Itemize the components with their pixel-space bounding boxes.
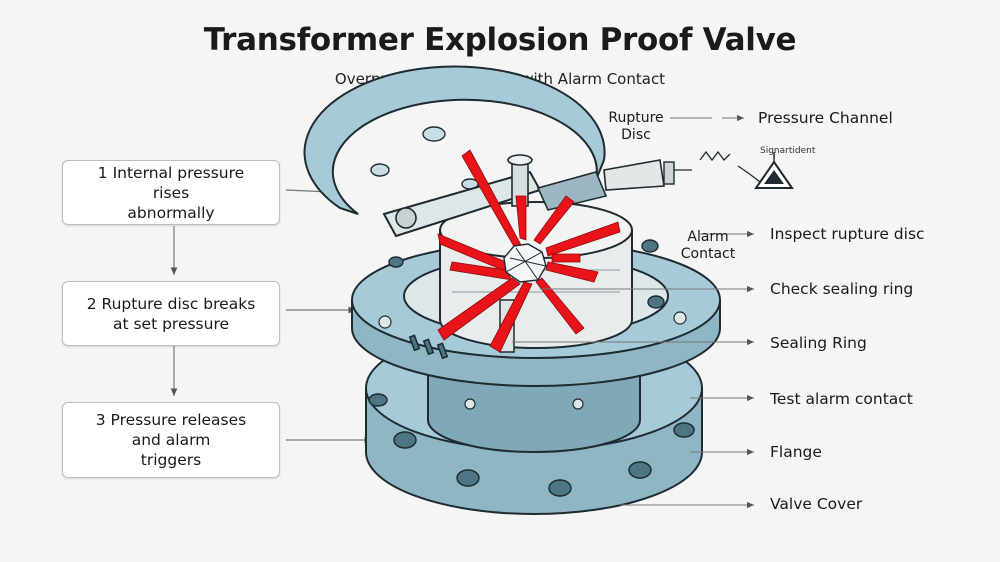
label-pressure-channel: Pressure Channel <box>758 109 893 127</box>
label-alarm-contact-line1: Alarm <box>687 229 729 245</box>
step-2-box: 2 Rupture disc breaks at set pressure <box>62 281 280 346</box>
step-3-line1: 3 Pressure releases <box>95 411 247 429</box>
label-rupture-disc-line2: Disc <box>621 127 651 143</box>
warning-icon <box>754 152 794 189</box>
label-valve-cover: Valve Cover <box>770 495 863 513</box>
label-alarm-contact: Alarm Contact <box>676 229 740 263</box>
label-test-alarm-contact: Test alarm contact <box>770 390 913 408</box>
alarm-signal <box>674 150 761 183</box>
page-title: Transformer Explosion Proof Valve <box>203 22 797 58</box>
step-1-box: 1 Internal pressure rises abnormally <box>62 160 280 225</box>
step-1-line2: abnormally <box>127 203 215 222</box>
step-3-line3: triggers <box>140 451 202 469</box>
step-2-line1: 2 Rupture disc breaks <box>86 294 256 313</box>
label-signal: Signartident <box>760 146 816 156</box>
step-1-line1: 1 Internal pressure rises <box>97 163 245 202</box>
burst-center <box>503 243 547 283</box>
label-inspect-rupture-disc: Inspect rupture disc <box>770 225 925 243</box>
leader-lines <box>512 114 754 509</box>
label-rupture-disc: Rupture Disc <box>604 110 668 144</box>
valve-top-cover <box>303 65 675 238</box>
label-alarm-contact-line2: Contact <box>680 246 736 262</box>
step-3-box: 3 Pressure releases and alarm triggers <box>62 402 280 478</box>
label-check-sealing-ring: Check sealing ring <box>770 280 914 298</box>
step-2-line2: at set pressure <box>112 314 230 333</box>
label-sealing-ring: Sealing Ring <box>770 334 867 352</box>
step-3-line2: and alarm <box>131 431 211 449</box>
flow-arrows <box>170 188 372 444</box>
label-rupture-disc-line1: Rupture <box>608 110 664 126</box>
burst-arrows <box>437 149 621 353</box>
label-flange: Flange <box>770 443 822 461</box>
